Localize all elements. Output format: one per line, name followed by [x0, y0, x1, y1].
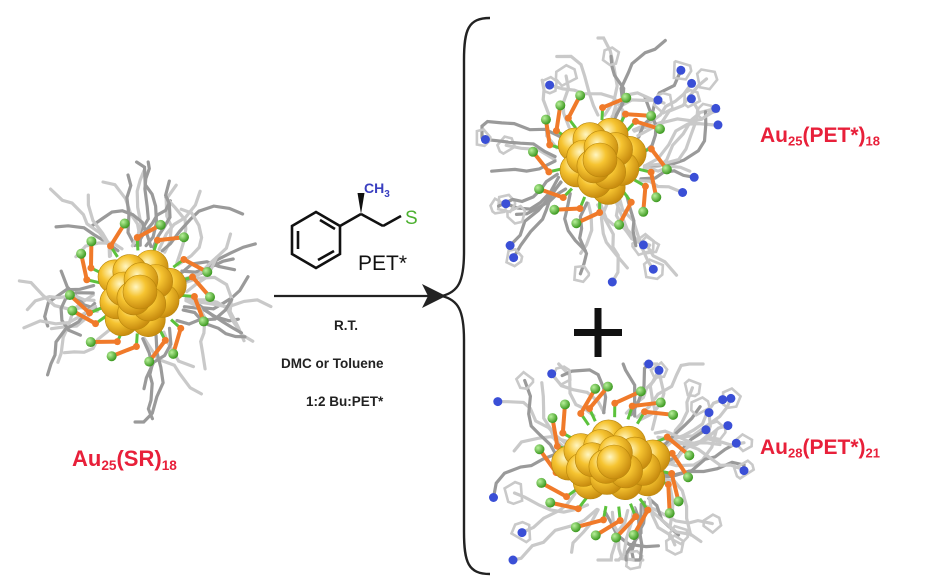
reaction-arrow: [274, 284, 446, 308]
methyl-label: CH3: [364, 180, 390, 200]
sulfur-label: S: [405, 208, 418, 229]
product-brace: [441, 16, 491, 576]
pet-star-structure: [290, 193, 402, 270]
reactant-nanocluster-image: [17, 160, 273, 424]
product2-nanocluster-image: [489, 359, 756, 571]
product1-formula-label: Au25(PET*)18: [760, 124, 880, 149]
product2-formula-label: Au28(PET*)21: [760, 436, 880, 461]
product1-nanocluster-image: [475, 36, 723, 287]
pet-star-name: PET*: [358, 252, 407, 275]
plus-sign: [574, 308, 622, 357]
reactant-formula-label: Au25(SR)18: [72, 446, 177, 473]
condition-solvent: DMC or Toluene: [281, 356, 384, 371]
condition-ratio: 1:2 Bu:PET*: [306, 394, 384, 409]
condition-temperature: R.T.: [334, 318, 359, 333]
